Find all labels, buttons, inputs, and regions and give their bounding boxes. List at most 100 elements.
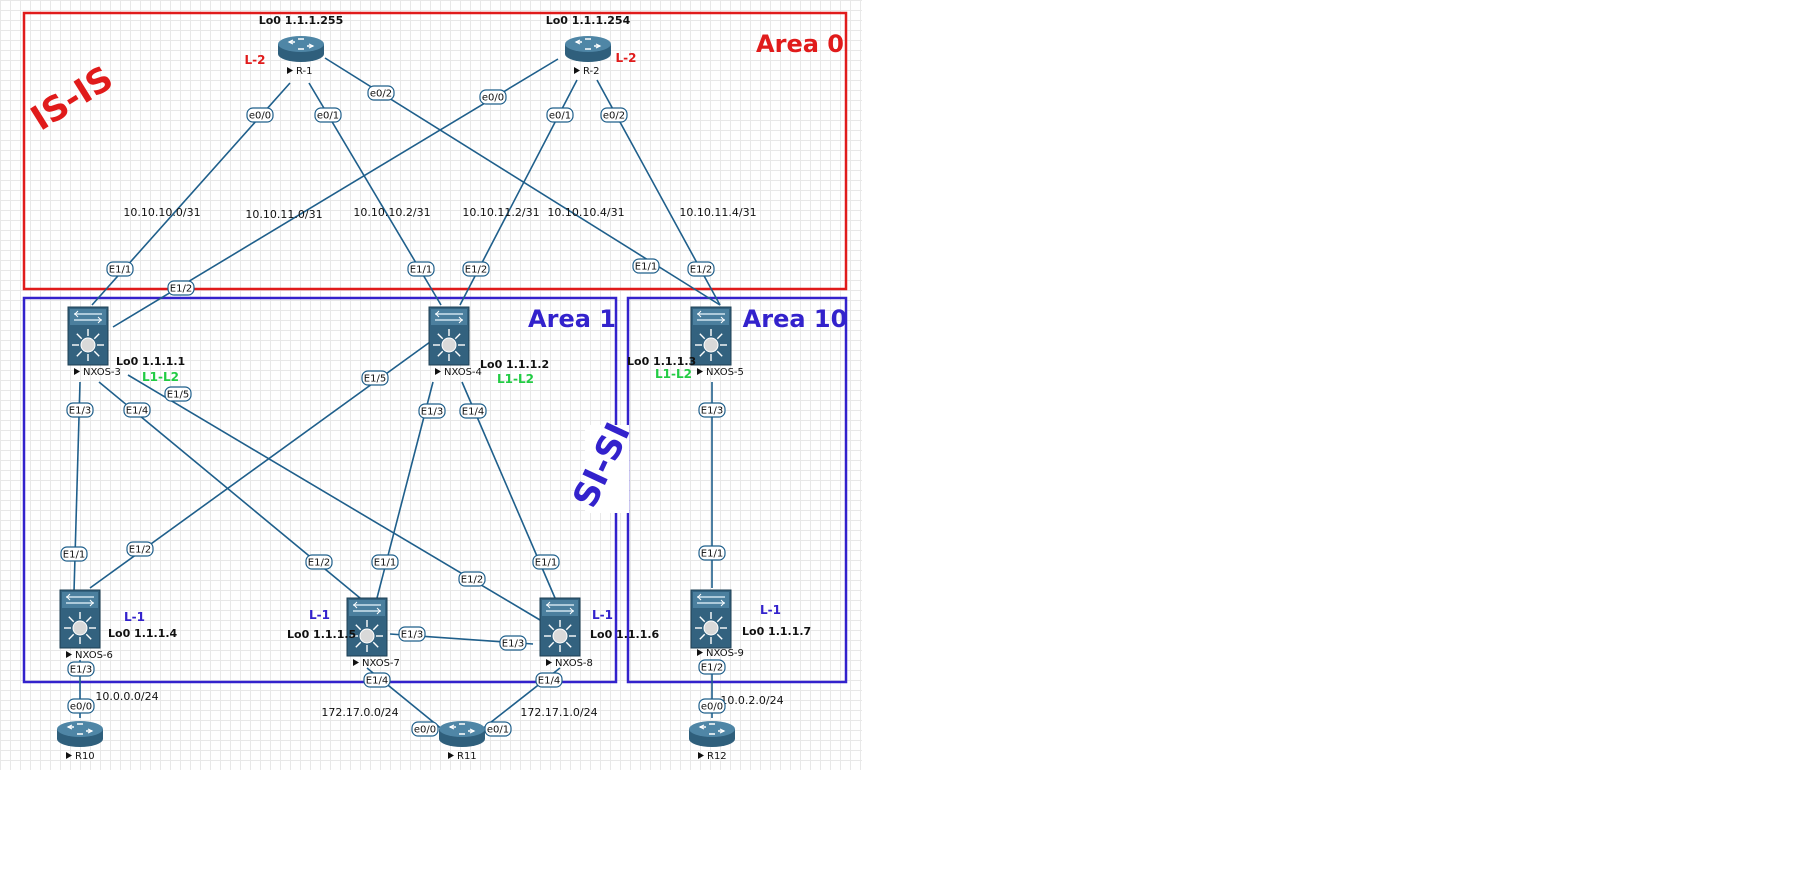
device-nx7[interactable]: NXOS-7 Lo0 1.1.1.5 L-1 (287, 597, 400, 669)
port-label: E1/1 (410, 265, 432, 276)
port-label: E1/3 (421, 407, 443, 418)
port-label: E1/4 (366, 676, 388, 687)
port-label: e0/0 (70, 702, 92, 713)
nexus-switch-icon (67, 306, 109, 366)
port-badge-nx9: E1/1 (698, 545, 726, 561)
port-label: E1/1 (635, 262, 657, 273)
router-icon (57, 721, 103, 747)
device-r11[interactable]: R11 (439, 721, 485, 762)
port-label: E1/1 (109, 265, 131, 276)
port-badge-r1: e0/0 (246, 107, 274, 123)
link-network-label: 10.10.10.2/31 (353, 206, 430, 219)
port-label: E1/5 (364, 374, 386, 385)
area-label-area10: Area 10 (743, 305, 848, 333)
device-name: R12 (707, 751, 727, 762)
play-icon (546, 659, 552, 666)
port-label: E1/3 (70, 665, 92, 676)
play-icon (66, 752, 72, 759)
device-name: NXOS-7 (362, 658, 400, 669)
area-box-area0 (22, 11, 848, 291)
port-badge-nx7: E1/3 (398, 626, 426, 642)
link-network-label: 10.0.2.0/24 (720, 694, 783, 707)
port-label: E1/2 (170, 284, 192, 295)
loopback-label: Lo0 1.1.1.5 (287, 628, 356, 641)
isis-level-label: L-1 (124, 610, 145, 624)
port-badge-nx5: E1/2 (687, 261, 715, 277)
isis-level-label: L-1 (309, 608, 330, 622)
port-badge-nx3: E1/2 (167, 280, 195, 296)
play-icon (435, 368, 441, 375)
port-badge-nx4: E1/5 (361, 370, 389, 386)
device-name: R-1 (296, 66, 313, 77)
loopback-label: Lo0 1.1.1.7 (742, 625, 811, 638)
port-label: E1/4 (462, 407, 484, 418)
router-icon (689, 721, 735, 747)
area-label-area1: Area 1 (528, 305, 616, 333)
device-nx9[interactable]: NXOS-9 Lo0 1.1.1.7 L-1 (690, 589, 811, 659)
port-badge-nx6: E1/2 (126, 541, 154, 557)
port-badge-nx8: E1/2 (458, 571, 486, 587)
play-icon (697, 649, 703, 656)
port-label: E1/1 (535, 558, 557, 569)
sisi-title-backdrop (585, 425, 629, 513)
port-label: E1/2 (129, 545, 151, 556)
port-label: e0/1 (549, 111, 571, 122)
port-badge-r12: e0/0 (698, 698, 726, 714)
port-badge-nx7: E1/4 (363, 672, 391, 688)
port-badge-nx9: E1/2 (698, 659, 726, 675)
port-badge-r11: e0/1 (484, 721, 512, 737)
isis-level-label: L-1 (760, 603, 781, 617)
port-badge-r10: e0/0 (67, 698, 95, 714)
loopback-label: Lo0 1.1.1.2 (480, 358, 549, 371)
port-label: E1/4 (126, 406, 148, 417)
port-badge-r2: e0/1 (546, 107, 574, 123)
port-badge-nx3: E1/3 (66, 402, 94, 418)
device-name: NXOS-5 (706, 367, 744, 378)
isis-title: IS-IS (24, 58, 120, 139)
port-label: E1/1 (701, 549, 723, 560)
device-name: NXOS-6 (75, 650, 113, 661)
play-icon (697, 368, 703, 375)
port-label: e0/0 (482, 93, 504, 104)
device-name: NXOS-3 (83, 367, 121, 378)
router-icon (278, 36, 324, 62)
nexus-switch-icon (346, 597, 388, 657)
loopback-label: Lo0 1.1.1.254 (546, 14, 631, 27)
nexus-switch-icon (428, 306, 470, 366)
port-label: e0/1 (317, 111, 339, 122)
device-name: NXOS-9 (706, 648, 744, 659)
link-network-label: 10.10.10.4/31 (547, 206, 624, 219)
port-label: E1/1 (63, 550, 85, 561)
port-badge-nx6: E1/1 (60, 546, 88, 562)
port-badge-nx7: E1/1 (371, 554, 399, 570)
port-badge-nx5: E1/1 (632, 258, 660, 274)
device-r12[interactable]: R12 (689, 721, 735, 762)
port-label: E1/3 (69, 406, 91, 417)
loopback-label: Lo0 1.1.1.1 (116, 355, 185, 368)
play-icon (574, 67, 580, 74)
port-label: E1/3 (502, 639, 524, 650)
port-label: E1/2 (308, 558, 330, 569)
port-badge-nx8: E1/4 (535, 672, 563, 688)
play-icon (353, 659, 359, 666)
device-r10[interactable]: R10 (57, 721, 103, 762)
port-badge-nx8: E1/3 (499, 635, 527, 651)
link-network-label: 172.17.1.0/24 (520, 706, 597, 719)
port-label: E1/3 (701, 406, 723, 417)
device-name: NXOS-4 (444, 367, 482, 378)
port-badge-r2: e0/0 (479, 89, 507, 105)
nexus-switch-icon (539, 597, 581, 657)
play-icon (448, 752, 454, 759)
nexus-switch-icon (690, 589, 732, 649)
port-badge-nx4: E1/2 (462, 261, 490, 277)
port-label: E1/2 (690, 265, 712, 276)
isis-level-label: L-2 (616, 51, 637, 65)
link-network-label: 10.10.11.0/31 (245, 208, 322, 221)
